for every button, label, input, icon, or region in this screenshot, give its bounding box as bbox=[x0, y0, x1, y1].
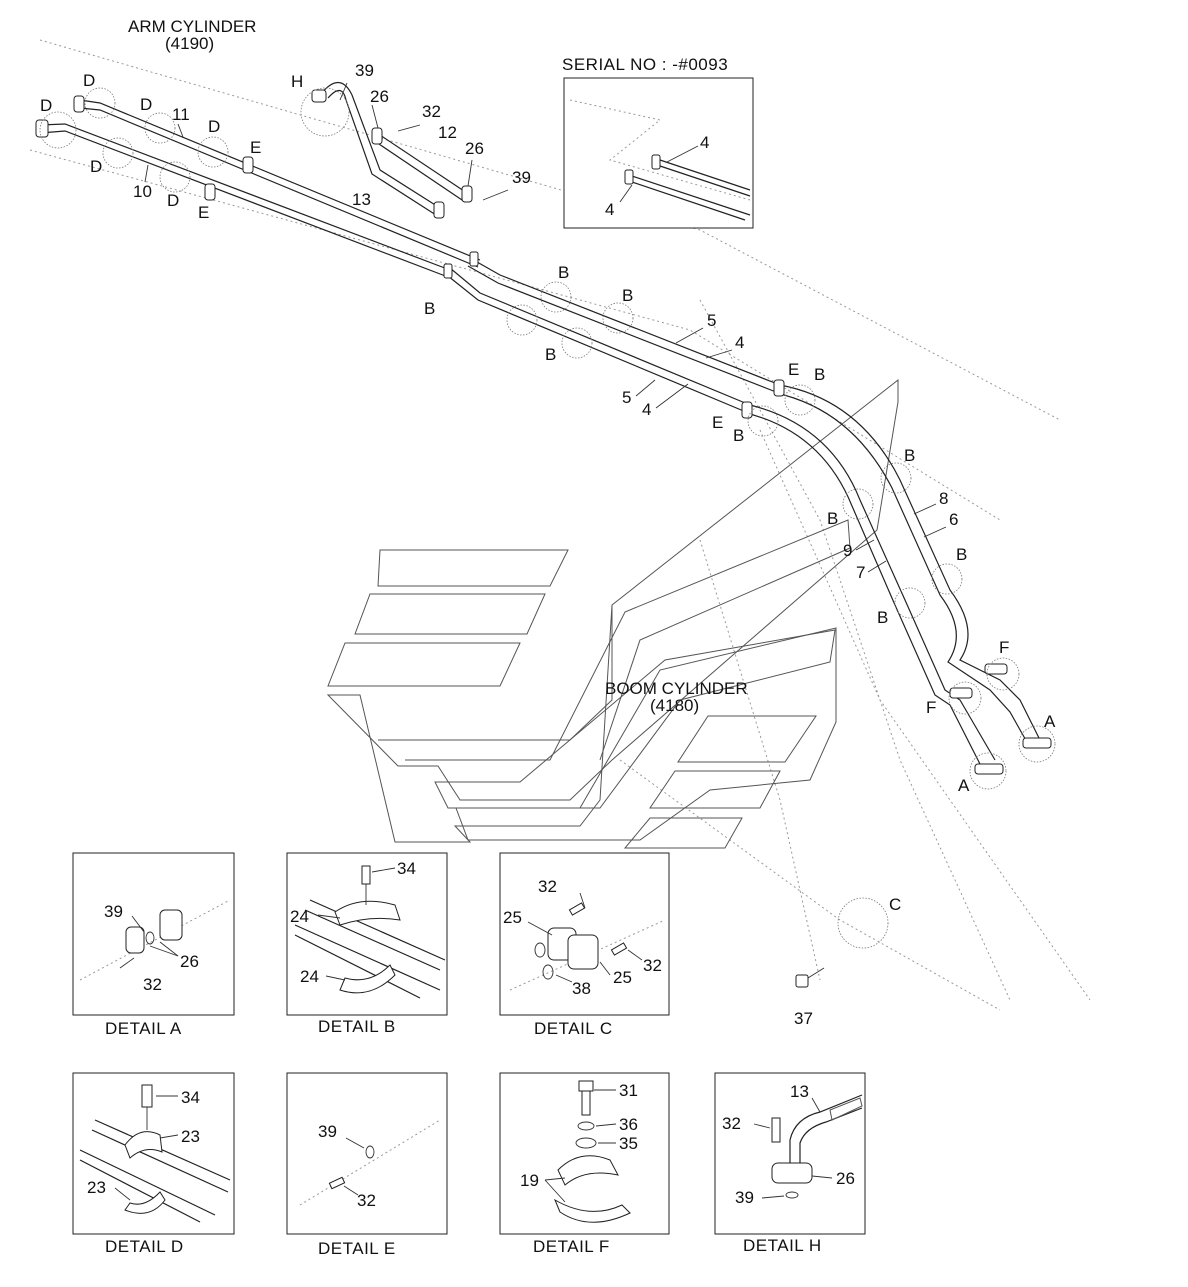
label-b-7: B bbox=[904, 446, 915, 465]
detail-h: 13 32 26 39 DETAIL H bbox=[714, 1072, 866, 1255]
callout-7: 7 bbox=[856, 563, 865, 582]
detail-d-caption: DETAIL D bbox=[105, 1237, 184, 1256]
callout-9: 9 bbox=[843, 541, 852, 560]
detail-c-38: 38 bbox=[572, 979, 591, 998]
callout-5-lower: 5 bbox=[622, 388, 631, 407]
label-d-4: D bbox=[208, 117, 220, 136]
detail-f-35: 35 bbox=[619, 1134, 638, 1153]
label-b-6: B bbox=[733, 426, 744, 445]
detail-b-34: 34 bbox=[397, 859, 416, 878]
detail-c: 32 25 32 25 38 DETAIL C bbox=[499, 852, 670, 1038]
callout-13: 13 bbox=[352, 190, 371, 209]
label-b-9: B bbox=[956, 545, 967, 564]
plug-37 bbox=[795, 967, 825, 988]
detail-a-39: 39 bbox=[104, 902, 123, 921]
label-d-3: D bbox=[140, 95, 152, 114]
detail-b-caption: DETAIL B bbox=[318, 1017, 396, 1036]
detail-c-25a: 25 bbox=[503, 908, 522, 927]
label-d-6: D bbox=[167, 191, 179, 210]
callout-4-lower: 4 bbox=[642, 400, 651, 419]
detail-f-19: 19 bbox=[520, 1171, 539, 1190]
detail-a-26: 26 bbox=[180, 952, 199, 971]
detail-f: 31 36 35 19 DETAIL F bbox=[499, 1072, 670, 1256]
detail-b: 34 24 24 DETAIL B bbox=[286, 852, 448, 1036]
detail-h-39: 39 bbox=[735, 1188, 754, 1207]
detail-f-31: 31 bbox=[619, 1081, 638, 1100]
arm-cylinder-title: ARM CYLINDER bbox=[128, 17, 256, 36]
detail-f-36: 36 bbox=[619, 1115, 638, 1134]
detail-a: 39 26 32 DETAIL A bbox=[72, 852, 235, 1038]
callout-4-upper: 4 bbox=[735, 333, 744, 352]
callout-5-upper: 5 bbox=[707, 311, 716, 330]
watermark-logo bbox=[326, 378, 899, 849]
detail-f-caption: DETAIL F bbox=[533, 1237, 610, 1256]
detail-circles bbox=[39, 87, 1056, 949]
label-d-5: D bbox=[90, 157, 102, 176]
detail-a-caption: DETAIL A bbox=[105, 1019, 182, 1038]
label-b-1: B bbox=[558, 263, 569, 282]
detail-e-caption: DETAIL E bbox=[318, 1239, 396, 1258]
label-f-2: F bbox=[926, 698, 936, 717]
callout-8: 8 bbox=[939, 489, 948, 508]
boom-cylinder-code: (4180) bbox=[650, 696, 699, 715]
callout-32-top: 32 bbox=[422, 102, 441, 121]
label-c: C bbox=[889, 895, 901, 914]
label-b-8: B bbox=[827, 509, 838, 528]
detail-c-25b: 25 bbox=[613, 968, 632, 987]
callout-26-top: 26 bbox=[370, 87, 389, 106]
detail-d: 34 23 23 DETAIL D bbox=[72, 1072, 235, 1256]
detail-e: 39 32 DETAIL E bbox=[286, 1072, 448, 1258]
detail-d-23a: 23 bbox=[181, 1127, 200, 1146]
callout-12: 12 bbox=[438, 123, 457, 142]
main-callouts: D D D D D D E E 11 10 H 39 26 32 12 26 3… bbox=[40, 61, 1056, 1028]
label-e-2: E bbox=[198, 203, 209, 222]
detail-h-caption: DETAIL H bbox=[743, 1236, 822, 1255]
label-b-2: B bbox=[622, 286, 633, 305]
label-d-1: D bbox=[83, 71, 95, 90]
detail-e-32: 32 bbox=[357, 1191, 376, 1210]
callout-26-right: 26 bbox=[465, 139, 484, 158]
label-b-10: B bbox=[877, 608, 888, 627]
detail-c-32a: 32 bbox=[538, 877, 557, 896]
pipe-fittings bbox=[35, 89, 1052, 775]
callout-6: 6 bbox=[949, 510, 958, 529]
callout-11: 11 bbox=[172, 105, 190, 124]
label-a-2: A bbox=[958, 776, 970, 795]
detail-h-13: 13 bbox=[790, 1082, 809, 1101]
detail-h-26: 26 bbox=[836, 1169, 855, 1188]
label-e-3: E bbox=[788, 360, 799, 379]
callout-10: 10 bbox=[133, 182, 152, 201]
callout-37: 37 bbox=[794, 1009, 813, 1028]
label-e-4: E bbox=[712, 413, 723, 432]
label-e-1: E bbox=[250, 138, 261, 157]
detail-a-32: 32 bbox=[143, 975, 162, 994]
callout-4-serial-a: 4 bbox=[700, 133, 709, 152]
label-a-1: A bbox=[1044, 712, 1056, 731]
detail-b-24b: 24 bbox=[300, 967, 319, 986]
label-h: H bbox=[291, 72, 303, 91]
label-f-1: F bbox=[999, 638, 1009, 657]
detail-e-39: 39 bbox=[318, 1122, 337, 1141]
serial-inset: SERIAL NO : -#0093 4 4 bbox=[562, 55, 754, 229]
detail-c-32b: 32 bbox=[643, 956, 662, 975]
callout-39-right: 39 bbox=[512, 168, 531, 187]
boom-silhouette bbox=[29, 39, 1091, 1011]
detail-b-24a: 24 bbox=[290, 907, 309, 926]
label-b-4: B bbox=[545, 345, 556, 364]
label-b-5: B bbox=[814, 365, 825, 384]
detail-d-23b: 23 bbox=[87, 1178, 106, 1197]
label-b-3: B bbox=[424, 299, 435, 318]
serial-note: SERIAL NO : -#0093 bbox=[562, 55, 728, 74]
callout-4-serial-b: 4 bbox=[605, 200, 614, 219]
label-d-2: D bbox=[40, 96, 52, 115]
boom-cylinder-title: BOOM CYLINDER bbox=[605, 679, 748, 698]
detail-d-34: 34 bbox=[181, 1088, 200, 1107]
arm-pipes bbox=[39, 81, 1041, 769]
detail-c-caption: DETAIL C bbox=[534, 1019, 613, 1038]
arm-cylinder-code: (4190) bbox=[165, 34, 214, 53]
callout-39-top: 39 bbox=[355, 61, 374, 80]
detail-h-32: 32 bbox=[722, 1114, 741, 1133]
